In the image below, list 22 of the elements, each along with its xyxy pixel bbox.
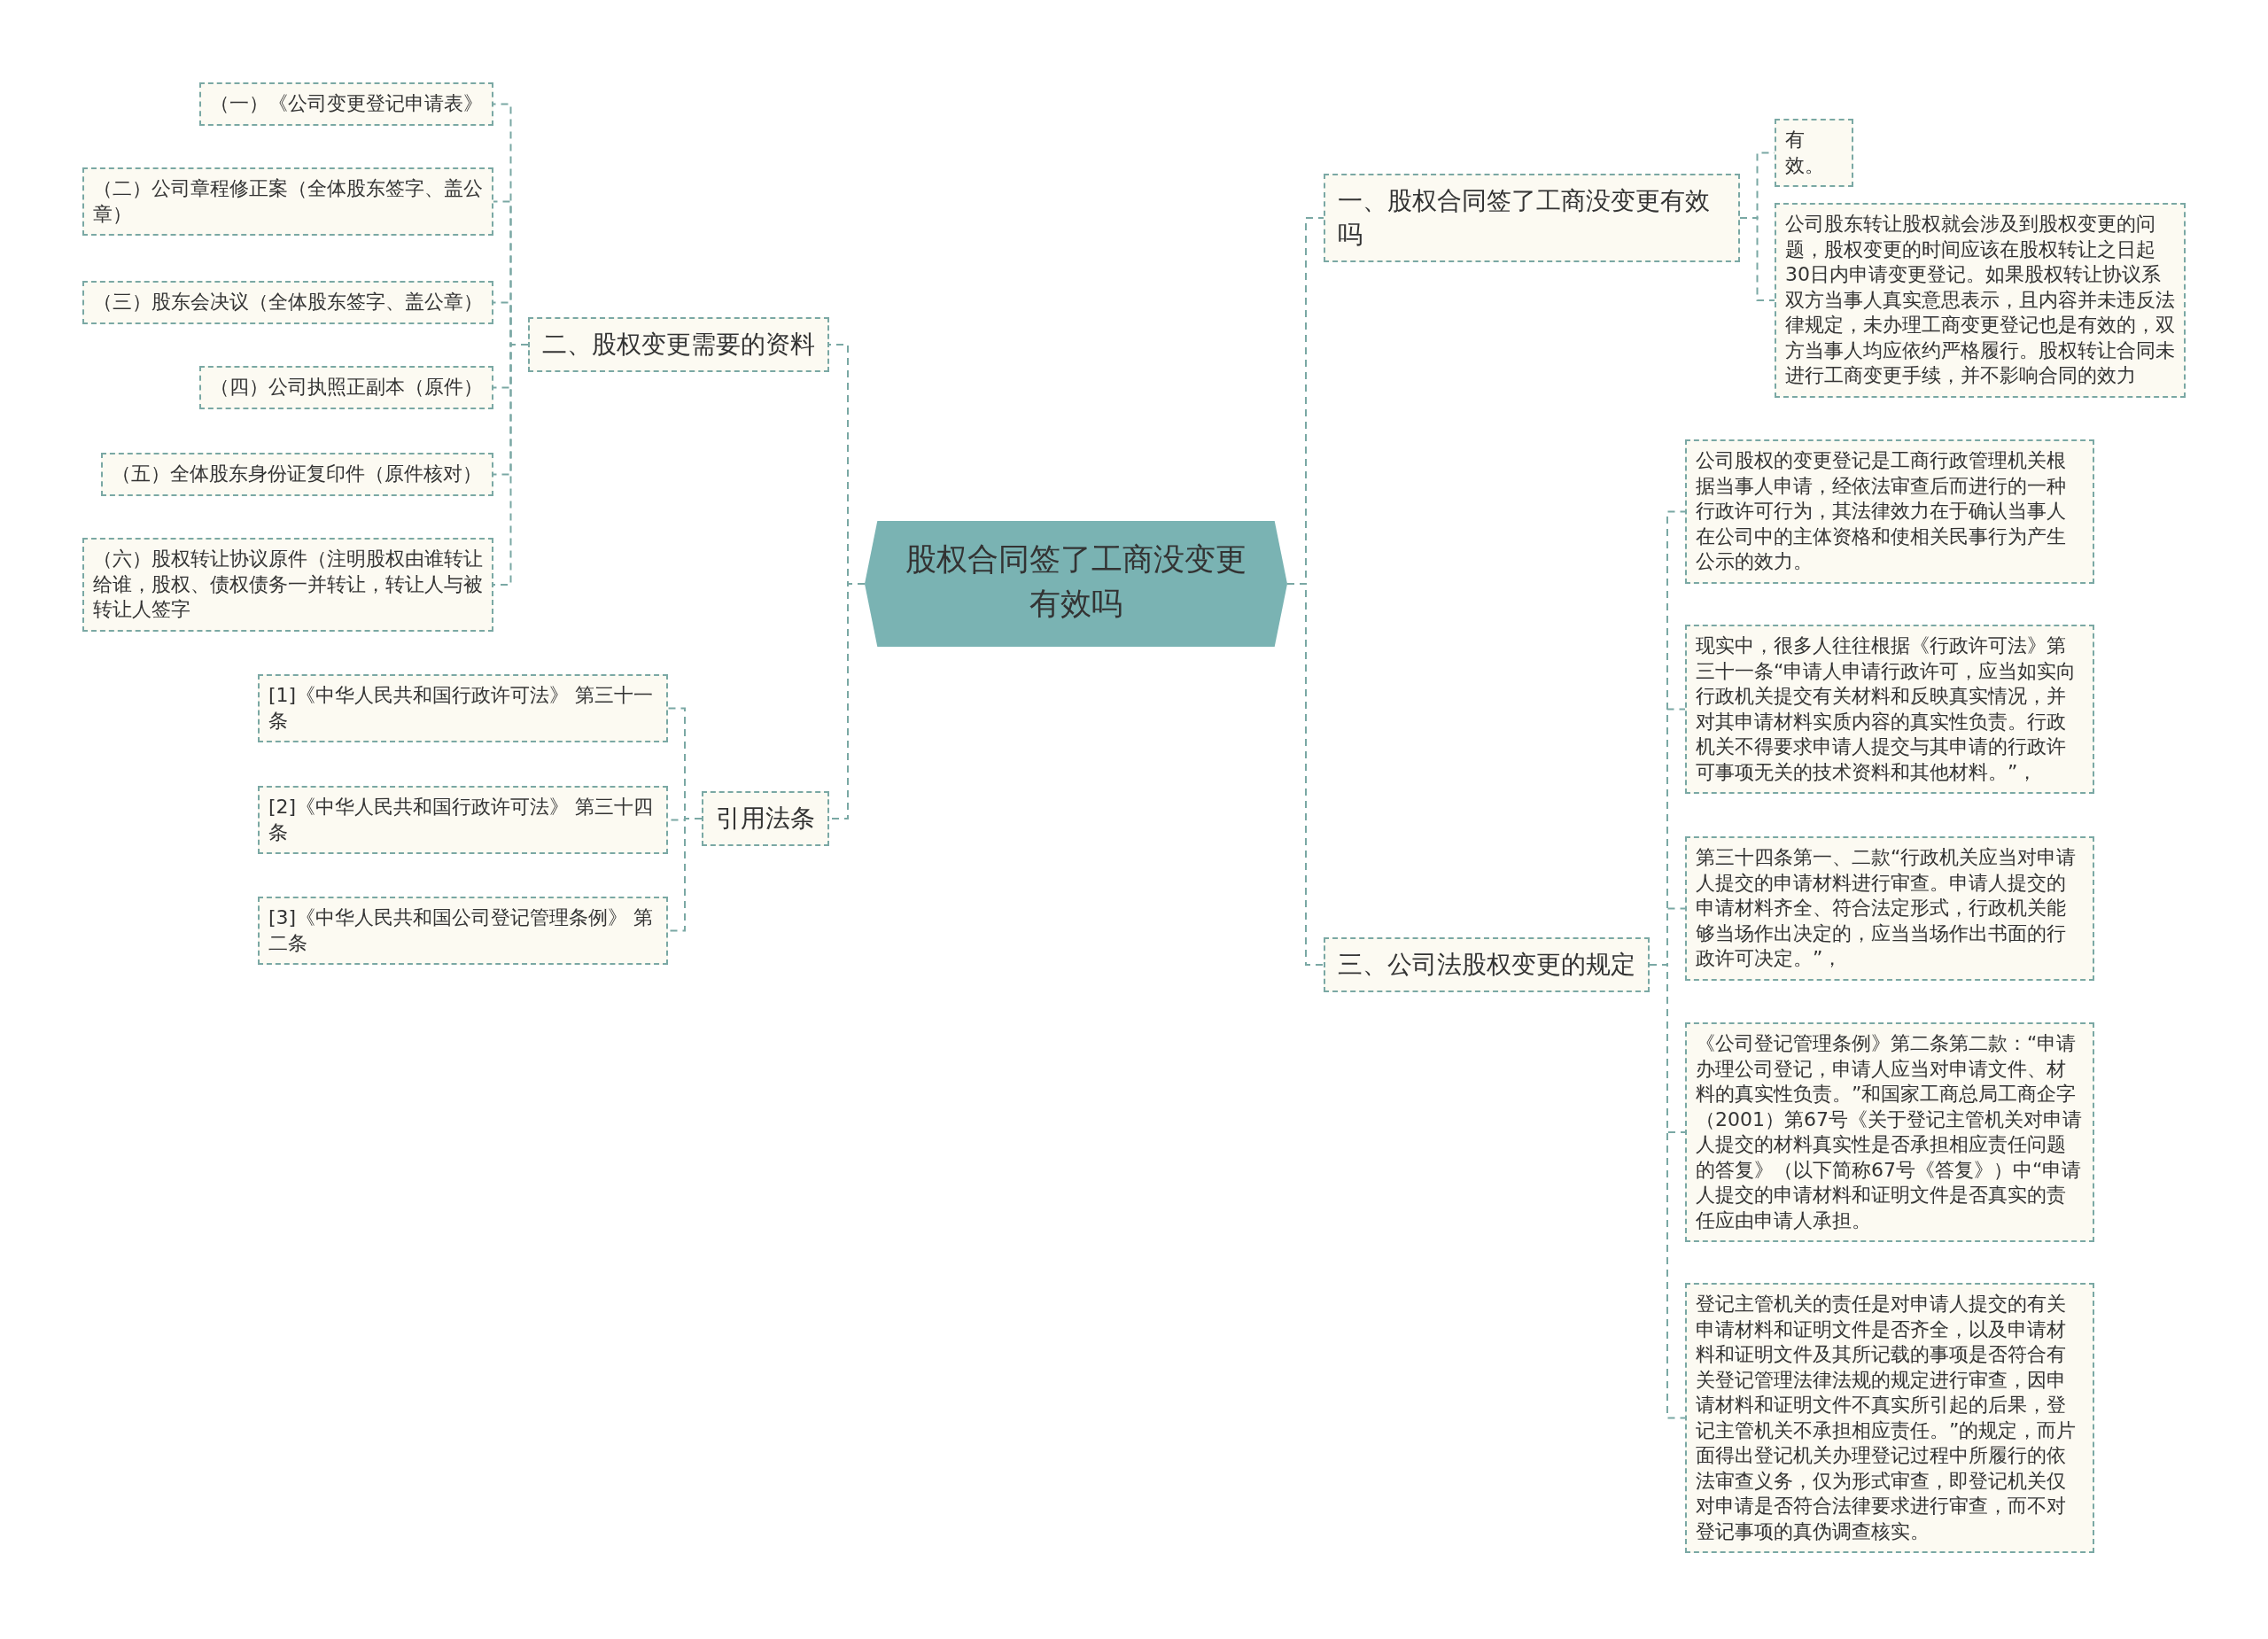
note-box: [1]《中华人民共和国行政许可法》 第三十一条	[258, 674, 668, 742]
note-box: 《公司登记管理条例》第二条第二款：“申请办理公司登记，申请人应当对申请文件、材料的真实性负责。”和国家工商总局工商企字（2001）第67号《关于登记主管机关对申请人提交的材料真实性是否承担相应责任问题的答复》（以下简称67号《答复》）中“申请人提交的申请材料和证明文件是否真实的责任应由申请人承担。	[1685, 1022, 2094, 1242]
note-box: （三）股东会决议（全体股东签字、盖公章）	[82, 281, 493, 324]
note-box: 有效。	[1775, 119, 1853, 187]
note-box: （五）全体股东身份证复印件（原件核对）	[101, 453, 493, 496]
note-box: （六）股权转让协议原件（注明股权由谁转让给谁，股权、债权债务一并转让，转让人与被转让人签字	[82, 538, 493, 632]
connector-line	[1739, 217, 1775, 301]
topic-box: 引用法条	[702, 791, 829, 846]
central-topic: 股权合同签了工商没变更有效吗	[865, 521, 1287, 647]
note-box: （四）公司执照正副本（原件）	[199, 366, 493, 409]
note-box: （二）公司章程修正案（全体股东签字、盖公章）	[82, 167, 493, 236]
note-box: 登记主管机关的责任是对申请人提交的有关申请材料和证明文件是否齐全，以及申请材料和证明文件及其所记载的事项是否符合有关登记管理法律法规的规定进行审查，因申请材料和证明文件不真实所引起的后果，登记主管机关不承担相应责任。”的规定，而片面得出登记机关办理登记过程中所履行的依法审查义务，仅为形式审查，即登记机关仅对申请是否符合法律要求进行审查，而不对登记事项的真伪调查核实。	[1685, 1283, 2094, 1553]
note-box: 公司股东转让股权就会涉及到股权变更的问题，股权变更的时间应该在股权转让之日起30日内申请变更登记。如果股权转让协议系双方当事人真实意思表示，且内容并未违反法律规定，未办理工商变更登记也是有效的，双方当事人均应依约严格履行。股权转让合同未进行工商变更手续，并不影响合同的效力	[1775, 203, 2186, 398]
note-box: 现实中，很多人往往根据《行政许可法》第三十一条“申请人申请行政许可，应当如实向行政机关提交有关材料和反映真实情况，并对其申请材料实质内容的真实性负责。行政机关不得要求申请人提交与其申请的行政许可事项无关的技术资料和其他材料。”，	[1685, 625, 2094, 794]
note-box: 第三十四条第一、二款“行政机关应当对申请人提交的申请材料进行审查。申请人提交的申请材料齐全、符合法定形式，行政机关能够当场作出决定的，应当当场作出书面的行政许可决定。”，	[1685, 836, 2094, 981]
topic-box: 二、股权变更需要的资料	[528, 317, 829, 372]
note-box: [2]《中华人民共和国行政许可法》 第三十四条	[258, 786, 668, 854]
note-box: 公司股权的变更登记是工商行政管理机关根据当事人申请，经依法审查后而进行的一种行政许可行为，其法律效力在于确认当事人在公司中的主体资格和使相关民事行为产生公示的效力。	[1685, 439, 2094, 584]
topic-box: 一、股权合同签了工商没变更有效吗	[1324, 174, 1740, 262]
topic-box: 三、公司法股权变更的规定	[1324, 937, 1650, 992]
note-box: [3]《中华人民共和国公司登记管理条例》 第二条	[258, 897, 668, 965]
note-box: （一）《公司变更登记申请表》	[199, 82, 493, 126]
